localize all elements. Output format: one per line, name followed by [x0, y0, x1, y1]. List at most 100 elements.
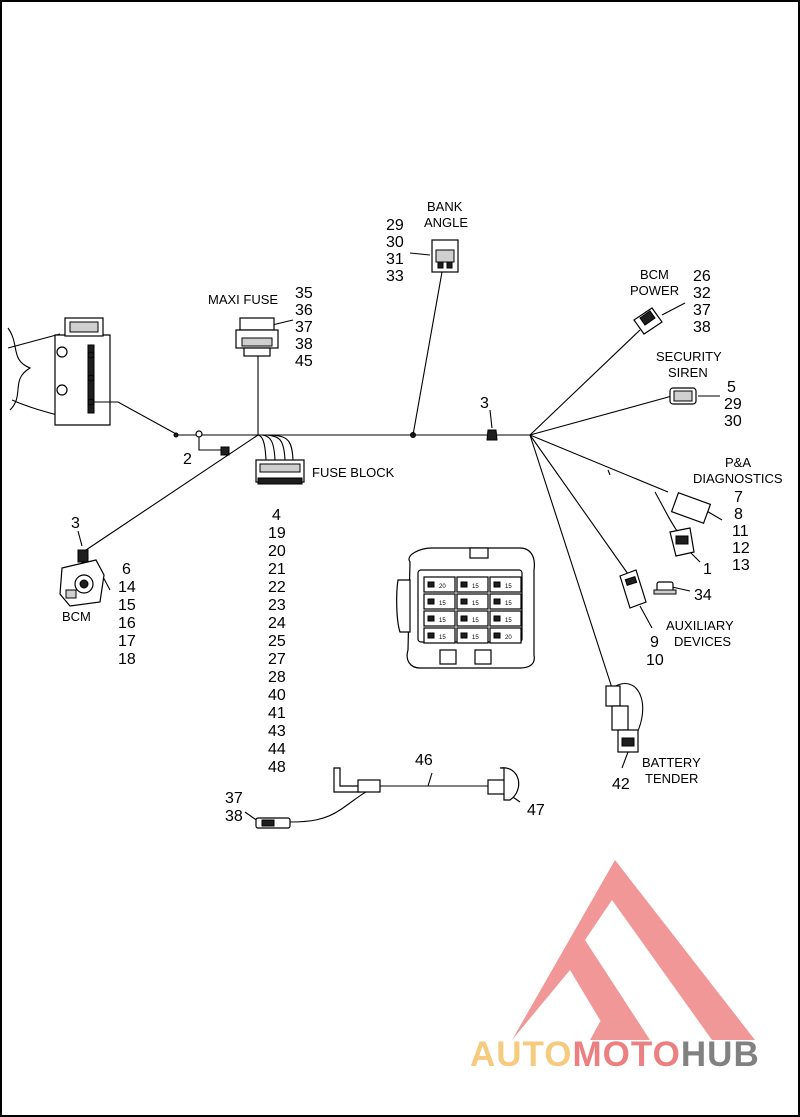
watermark-triangle	[512, 860, 755, 1040]
callout-bcm-clip: 3	[71, 515, 80, 532]
callout-numbers: 29 30 31 33 35 36 37 38 45 26 32 37 38 5…	[71, 217, 750, 825]
callout-pa-plug: 1	[703, 561, 712, 578]
fuse-cell-label: 15	[505, 584, 512, 590]
watermark-logo: AUTOMOTOHUB	[470, 860, 760, 1074]
label-battery-tender-2: TENDER	[645, 771, 698, 786]
callout-bcm-power: 37	[693, 302, 711, 319]
callout-bcm-power: 26	[693, 268, 711, 285]
callout-bcm: 18	[118, 651, 136, 668]
callout-extension-left: 38	[225, 808, 243, 825]
label-fuse-block: FUSE BLOCK	[312, 465, 395, 480]
callout-pa-diagnostics: 13	[732, 557, 750, 574]
callout-bcm: 15	[118, 597, 136, 614]
fuse-cell	[489, 610, 522, 627]
callout-trunk-clip: 3	[480, 395, 489, 412]
fuse-cell	[489, 593, 522, 610]
callout-fuse-block: 23	[268, 597, 286, 614]
fuse-block-part	[255, 459, 305, 485]
fuse-cell-label: 15	[472, 618, 479, 624]
callout-auxiliary: 9	[650, 634, 659, 651]
callout-fuse-block: 28	[268, 669, 286, 686]
callout-fuse-block: 48	[268, 759, 286, 776]
callout-security-siren: 5	[727, 379, 736, 396]
fuse-cell-label: 15	[472, 635, 479, 641]
bcm-power-part	[633, 307, 663, 335]
callout-fuse-block: 43	[268, 723, 286, 740]
extension-harness-part	[255, 767, 520, 829]
callout-bank-angle: 29	[386, 217, 404, 234]
label-bank-angle-2: ANGLE	[424, 215, 468, 230]
fuse-cell	[456, 627, 489, 644]
watermark-text: AUTOMOTOHUB	[470, 1035, 760, 1074]
fuse-cell-terminal	[460, 632, 468, 639]
callout-maxi-fuse: 36	[295, 302, 313, 319]
callout-fuse-block: 4	[272, 507, 281, 524]
fuse-cell	[456, 576, 489, 593]
bank-angle-part	[431, 239, 459, 273]
fuse-cell-terminal	[427, 615, 435, 622]
maxi-fuse-part	[235, 317, 279, 357]
callout-fuse-block: 25	[268, 633, 286, 650]
fuse-cell	[423, 593, 456, 610]
callout-bank-angle: 31	[386, 251, 404, 268]
fuse-cell-label: 15	[439, 635, 446, 641]
security-siren-part	[669, 387, 697, 405]
label-auxiliary-1: AUXILIARY	[666, 618, 734, 633]
callout-extension: 46	[415, 752, 433, 769]
callout-bcm: 16	[118, 615, 136, 632]
fuse-cell-terminal	[460, 598, 468, 605]
callout-pa-diagnostics: 8	[734, 506, 743, 523]
callout-extension-left: 37	[225, 790, 243, 807]
callout-auxiliary: 10	[646, 652, 664, 669]
watermark-part-moto: MOTO	[573, 1035, 681, 1074]
label-bcm-power-1: BCM	[640, 267, 669, 282]
callout-bank-angle: 30	[386, 234, 404, 251]
callout-maxi-fuse: 45	[295, 353, 313, 370]
callout-clip-left: 2	[183, 451, 192, 468]
callout-maxi-fuse: 35	[295, 285, 313, 302]
callout-bcm: 14	[118, 579, 136, 596]
callout-fuse-block: 22	[268, 579, 286, 596]
bcm-part	[59, 549, 105, 607]
callout-bank-angle: 33	[386, 268, 404, 285]
fuse-cell-terminal	[427, 632, 435, 639]
label-security-siren-1: SECURITY	[656, 349, 722, 364]
callout-cap: 34	[694, 587, 712, 604]
label-pa-diagnostics-2: DIAGNOSTICS	[693, 471, 783, 486]
label-bcm-power-2: POWER	[630, 283, 679, 298]
callout-fuse-block: 19	[268, 525, 286, 542]
pa-diagnostics-part	[654, 491, 712, 557]
callout-maxi-fuse: 38	[295, 336, 313, 353]
label-security-siren-2: SIREN	[668, 365, 708, 380]
fuse-cell-label: 15	[505, 618, 512, 624]
label-battery-tender-1: BATTERY	[642, 755, 701, 770]
callout-fuse-block: 27	[268, 651, 286, 668]
callout-pa-diagnostics: 7	[734, 489, 743, 506]
callout-bcm: 17	[118, 633, 136, 650]
fuse-cell	[456, 610, 489, 627]
fuse-cell-terminal	[427, 581, 435, 588]
callout-pa-diagnostics: 11	[732, 523, 749, 540]
fuse-cell-label: 20	[439, 584, 446, 590]
fuse-cell-label: 15	[439, 618, 446, 624]
fuse-cell-label: 15	[439, 601, 446, 607]
name-labels: MAXI FUSE BANK ANGLE BCM POWER SECURITY …	[62, 199, 783, 786]
cap-part	[653, 581, 677, 595]
fuse-cell-label: 15	[505, 601, 512, 607]
callout-extension-right: 47	[527, 802, 545, 819]
fuse-cell-terminal	[493, 615, 501, 622]
callout-pa-diagnostics: 12	[732, 540, 750, 557]
callout-bcm-power: 32	[693, 285, 711, 302]
fuse-cell	[423, 627, 456, 644]
fuse-cell-label: 20	[505, 635, 512, 641]
callout-fuse-block: 21	[268, 561, 286, 578]
callout-battery-tender: 42	[612, 776, 630, 793]
fuse-cell	[456, 593, 489, 610]
callout-maxi-fuse: 37	[295, 319, 313, 336]
callout-bcm-power: 38	[693, 319, 711, 336]
fuse-cell-terminal	[460, 581, 468, 588]
callout-security-siren: 30	[724, 413, 742, 430]
